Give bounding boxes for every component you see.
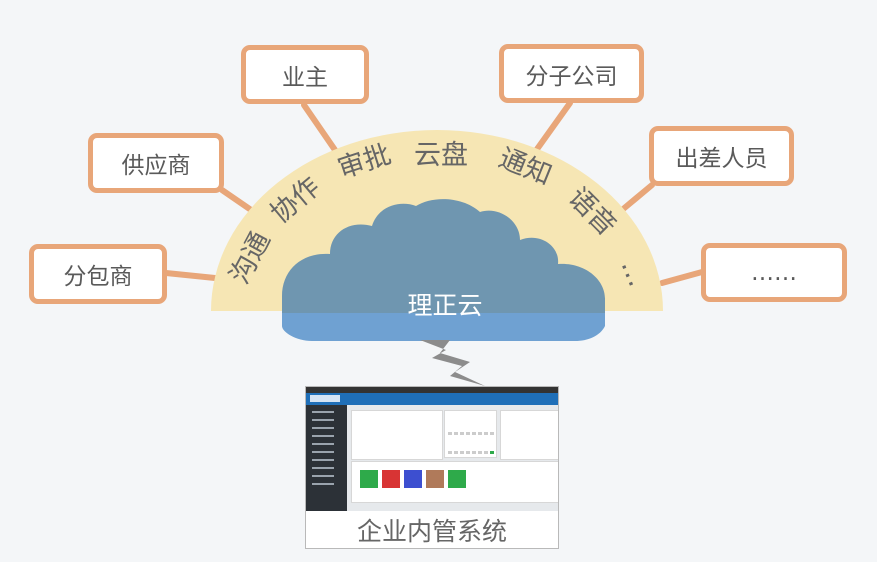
connector-subcontractor [163, 270, 218, 281]
node-more: …… [701, 243, 847, 302]
screenshot-logo [310, 395, 340, 402]
cloud-icon: 理正云 [282, 199, 606, 341]
node-owner-label: 业主 [282, 64, 328, 91]
node-subcontractor: 分包商 [29, 244, 167, 304]
system-caption: 企业内管系统 [306, 511, 558, 548]
node-owner: 业主 [241, 45, 369, 104]
connector-more [659, 269, 705, 286]
node-supplier-label: 供应商 [121, 153, 191, 179]
node-traveler-label: 出差人员 [675, 146, 768, 172]
enterprise-system-screenshot: 企业内管系统 [305, 386, 559, 549]
cloud-label: 理正云 [407, 291, 482, 320]
connector-supplier [219, 187, 257, 215]
screenshot-panel [351, 410, 443, 460]
screenshot-navbar [306, 393, 558, 408]
node-traveler: 出差人员 [649, 126, 794, 186]
connectors [163, 100, 705, 286]
node-subcontractor-label: 分包商 [63, 264, 133, 290]
lightning-icon [420, 340, 485, 386]
screenshot-app-tile [404, 470, 422, 488]
screenshot-app-tile [448, 470, 466, 488]
screenshot-app-tile [360, 470, 378, 488]
connector-subsidiary [532, 100, 573, 155]
screenshot-apps-panel [351, 461, 558, 503]
node-subsidiary: 分子公司 [499, 44, 644, 103]
node-more-label: …… [751, 259, 797, 286]
node-supplier: 供应商 [88, 133, 224, 193]
screenshot-topbar [306, 387, 558, 393]
screenshot-app-tile [426, 470, 444, 488]
screenshot-calendar [444, 410, 497, 473]
node-subsidiary-label: 分子公司 [525, 63, 618, 90]
arc-label: 云盘 [414, 140, 468, 171]
screenshot-app-tile [382, 470, 400, 488]
connector-traveler [619, 182, 655, 213]
screenshot-panel [500, 410, 558, 460]
connector-owner [301, 102, 338, 153]
